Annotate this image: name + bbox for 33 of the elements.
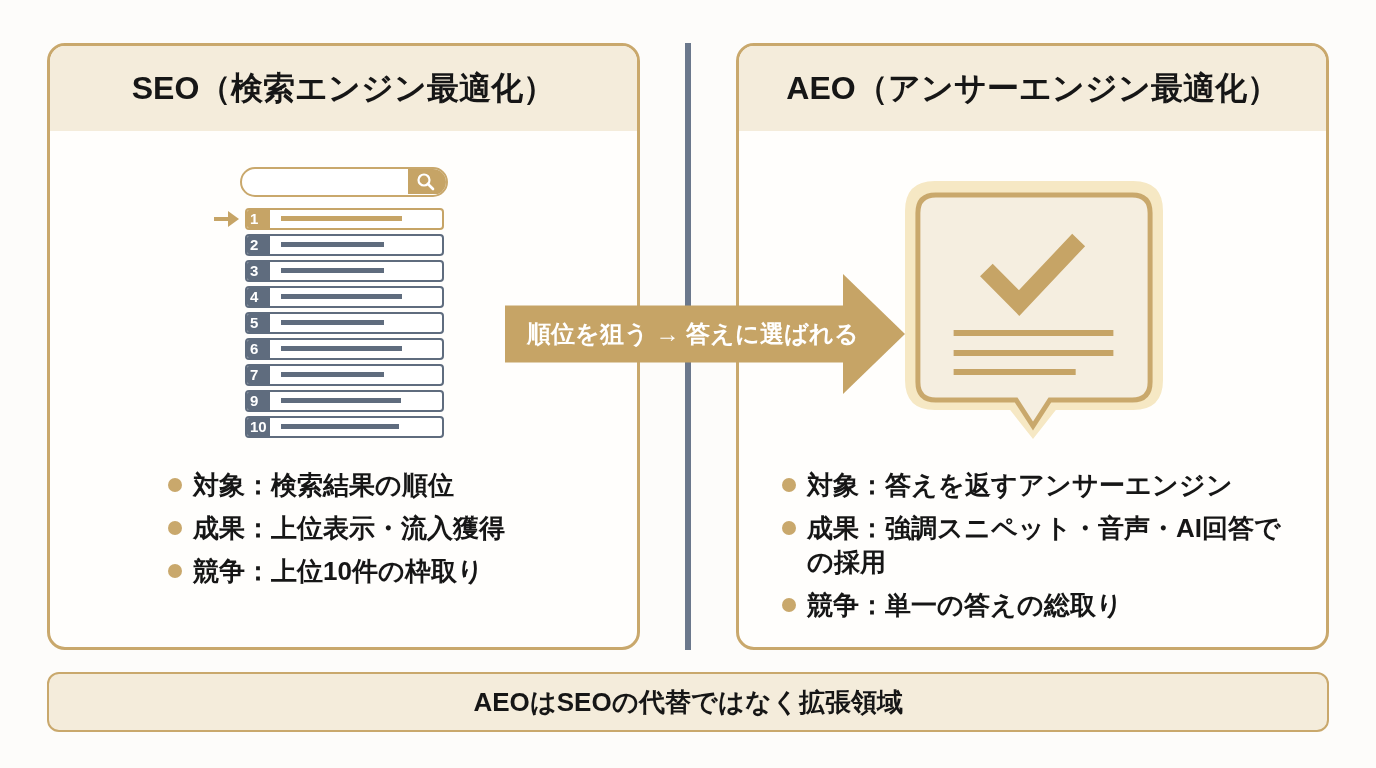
rank-number: 6	[247, 340, 270, 358]
rank-number: 1	[247, 210, 270, 228]
block-arrow	[505, 274, 905, 394]
panel-heading: SEO（検索エンジン最適化）	[50, 46, 637, 131]
speech-bubble-illustration	[905, 181, 1163, 439]
search-result-row	[245, 312, 444, 334]
search-result-row	[245, 416, 444, 438]
bullet-text: 競争：単一の答えの総取り	[807, 589, 1123, 622]
search-result-row	[245, 234, 444, 256]
summary-banner: AEOはSEOの代替ではなく拡張領域	[47, 672, 1329, 732]
rank-number: 2	[247, 236, 270, 254]
rank-number: 7	[247, 366, 270, 384]
rank-number: 3	[247, 262, 270, 280]
search-result-row	[245, 390, 444, 412]
search-result-row	[245, 208, 444, 230]
rank-number: 10	[247, 418, 270, 436]
comparison-panel	[736, 43, 1329, 650]
search-result-row	[245, 260, 444, 282]
search-result-row	[245, 338, 444, 360]
panel-heading: AEO（アンサーエンジン最適化）	[739, 46, 1326, 131]
search-result-row	[245, 364, 444, 386]
comparison-panel	[47, 43, 640, 650]
rank-number: 4	[247, 288, 270, 306]
bullet-text: 競争：上位10件の枠取り	[193, 555, 484, 588]
rank-number: 9	[247, 392, 270, 410]
edge-label: 順位を狙う → 答えに選ばれる	[526, 319, 860, 349]
bullet-text: 成果：上位表示・流入獲得	[193, 512, 505, 545]
rank-number: 5	[247, 314, 270, 332]
bullet-text: 対象：検索結果の順位	[193, 469, 454, 502]
bullet-text: 成果：強調スニペット・音声・AI回答での採用	[807, 512, 1282, 579]
arrow	[214, 211, 239, 227]
bullet-text: 対象：答えを返すアンサーエンジン	[807, 469, 1233, 502]
search-result-row	[245, 286, 444, 308]
